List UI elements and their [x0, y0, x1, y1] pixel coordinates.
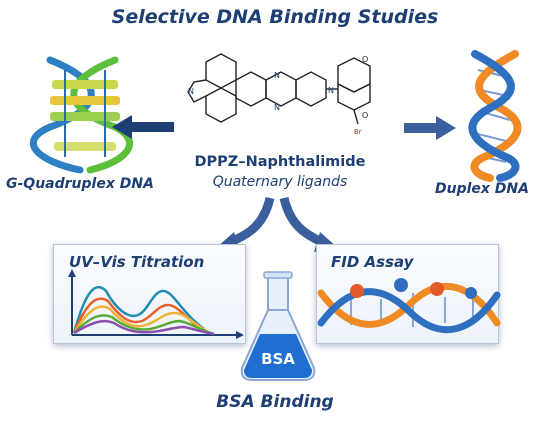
ligand-sphere	[350, 284, 364, 298]
bsa-flask-icon: BSA	[240, 271, 316, 381]
ligand-sphere	[394, 278, 408, 292]
svg-text:O: O	[362, 55, 368, 64]
svg-text:O: O	[362, 111, 368, 120]
bsa-binding-label: BSA Binding	[216, 392, 334, 412]
uvvis-panel: UV–Vis Titration	[53, 244, 246, 344]
figure-title: Selective DNA Binding Studies	[111, 6, 439, 28]
g-quadruplex-label: G-Quadruplex DNA	[6, 176, 154, 192]
bromine-atom: Br	[354, 128, 362, 136]
arrow-to-g-quadruplex	[112, 115, 174, 139]
g-quadruplex-illustration	[29, 56, 133, 174]
ligand-sphere	[430, 282, 444, 296]
compound-name: DPPZ–Naphthalimide	[194, 154, 366, 170]
flask-label: BSA	[261, 350, 295, 368]
arrow-to-duplex	[404, 116, 456, 140]
uvvis-spectra	[68, 269, 244, 339]
fid-panel: FID Assay	[316, 244, 501, 344]
duplex-dna-label: Duplex DNA	[435, 181, 529, 197]
quartet-stack	[50, 80, 120, 151]
fid-title: FID Assay	[331, 253, 414, 271]
svg-text:N: N	[188, 87, 194, 96]
dppz-naphthalimide-structure: N N N N O O Br	[187, 53, 371, 136]
compound-subtitle: Quaternary ligands	[212, 174, 348, 190]
fid-dna-illustration	[317, 278, 501, 334]
svg-text:N: N	[274, 103, 280, 112]
svg-text:N: N	[328, 86, 334, 95]
ligand-sphere	[465, 287, 477, 299]
duplex-dna-illustration	[468, 50, 522, 182]
uvvis-title: UV–Vis Titration	[69, 253, 205, 271]
svg-text:N: N	[274, 71, 280, 80]
